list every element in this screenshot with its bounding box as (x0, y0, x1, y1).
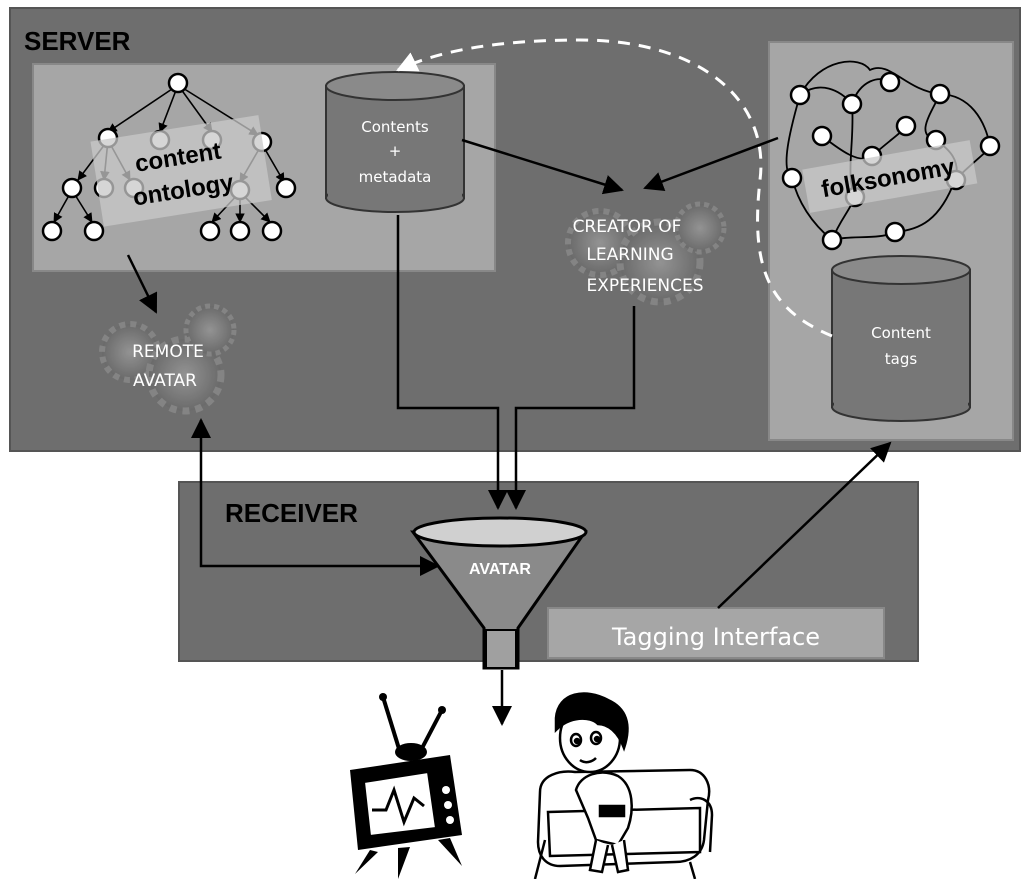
server-title: SERVER (24, 26, 131, 56)
creator-line3: EXPERIENCES (586, 276, 703, 296)
gear-icon (99, 303, 237, 415)
gear-icon (565, 201, 727, 306)
arrow-contents-to-avatar (396, 215, 508, 510)
receiver-title: RECEIVER (225, 498, 358, 528)
creator-line1: CREATOR OF (573, 217, 682, 237)
contents-database: Contents + metadata (325, 71, 465, 213)
contents-db-line3: metadata (359, 168, 432, 186)
creator-line2: LEARNING (586, 245, 673, 265)
arrow-ontology-to-remote-avatar (126, 254, 158, 314)
arrow-folksonomy-to-creator (643, 136, 779, 192)
tags-database: Content tags (831, 255, 971, 422)
arrow-creator-to-avatar (506, 306, 636, 510)
remote-avatar-line1: REMOTE (132, 342, 204, 362)
tags-db-line2: tags (885, 350, 918, 368)
arrow-contents-to-creator (461, 138, 624, 195)
dashed-feedback-arrow (396, 38, 833, 338)
arrow-tagging-to-tags (717, 441, 892, 609)
contents-db-line2: + (389, 142, 402, 160)
tags-db-line1: Content (871, 324, 931, 342)
tv-icon (350, 693, 462, 879)
viewer-on-sofa-icon (533, 692, 714, 879)
avatar-label: AVATAR (469, 561, 531, 578)
arrow-remote-avatar-to-avatar (191, 418, 440, 576)
ontology-label: content ontology (90, 115, 272, 227)
contents-db-line1: Contents (361, 118, 429, 136)
tagging-interface-label: Tagging Interface (611, 623, 820, 651)
avatar-funnel: AVATAR (410, 516, 588, 670)
tagging-interface (547, 607, 885, 659)
remote-avatar-line2: AVATAR (133, 371, 197, 391)
